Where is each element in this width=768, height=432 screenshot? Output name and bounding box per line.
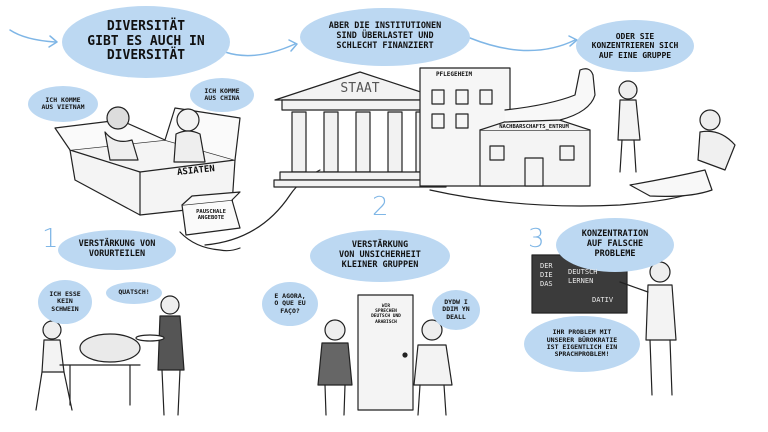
board-dativ: Dativ xyxy=(592,296,614,304)
welsh-bubble: Dydw i ddim yn deall xyxy=(432,290,480,330)
door xyxy=(357,294,414,411)
insecurity-bubble: Verstärkung von Unsicherheit kleiner Gru… xyxy=(310,230,450,282)
step-number-2: 2 xyxy=(372,192,389,222)
flow-arrow-mid-head xyxy=(288,39,298,52)
seated-man xyxy=(35,320,73,411)
vietnam-bubble: Ich komme aus Vietnam xyxy=(28,86,98,122)
prejudice-bubble: Verstärkung von Vorurteilen xyxy=(58,230,176,270)
bureaucracy-bubble: Ihr Problem mit unserer Bürokratie ist e… xyxy=(524,316,640,372)
hand-right xyxy=(629,169,713,197)
quatsch-bubble: Quatsch! xyxy=(106,282,162,304)
board-articles: der die das xyxy=(540,262,553,289)
state-building xyxy=(273,71,447,188)
package-box xyxy=(181,191,241,236)
person-standing-right xyxy=(617,80,641,173)
man-shrugging xyxy=(413,319,453,416)
roast-pig xyxy=(79,333,141,363)
waiter xyxy=(135,295,185,416)
no-pork-bubble: Ich esse kein Schwein xyxy=(38,280,92,324)
package-label: Pauschale Angebote xyxy=(196,209,226,222)
flow-arrow-mid xyxy=(224,43,296,57)
flow-arrow-start xyxy=(9,29,56,43)
person-vietnam xyxy=(104,106,139,161)
institutions-bubble: Aber die Institutionen sind überlastet u… xyxy=(300,8,470,66)
flow-arrow-right xyxy=(469,37,576,52)
hand-left xyxy=(179,231,241,252)
step-number-1: 1 xyxy=(42,224,59,254)
table xyxy=(59,364,141,406)
focus-group-bubble: oder sie konzentrieren sich auf eine Gru… xyxy=(576,20,694,72)
person-sitting-right xyxy=(697,109,736,171)
wrong-problems-bubble: Konzentration auf falsche Probleme xyxy=(556,218,674,272)
woman-thinking xyxy=(317,319,353,416)
arm-line-bottom xyxy=(429,189,701,207)
nachbarschaft-label: Nachbarschafts_Entrum xyxy=(499,124,569,130)
stop-arm xyxy=(504,68,596,123)
step-number-3: 3 xyxy=(528,224,545,254)
staat-label: STAAT xyxy=(340,81,380,96)
door-sign: Wir sprechen Deutsch und Arabisch xyxy=(371,304,401,325)
portuguese-bubble: E agora, o que eu faço? xyxy=(262,282,318,326)
board-deutsch-lernen: Deutsch Lernen xyxy=(568,268,598,286)
flow-arrow-start-head xyxy=(48,35,58,48)
china-bubble: Ich komme aus China xyxy=(190,78,254,112)
person-china xyxy=(173,108,206,163)
pflegeheim-label: Pflegeheim xyxy=(435,71,473,78)
main-title-bubble: Diversität gibt es auch in Diversität xyxy=(62,6,230,78)
